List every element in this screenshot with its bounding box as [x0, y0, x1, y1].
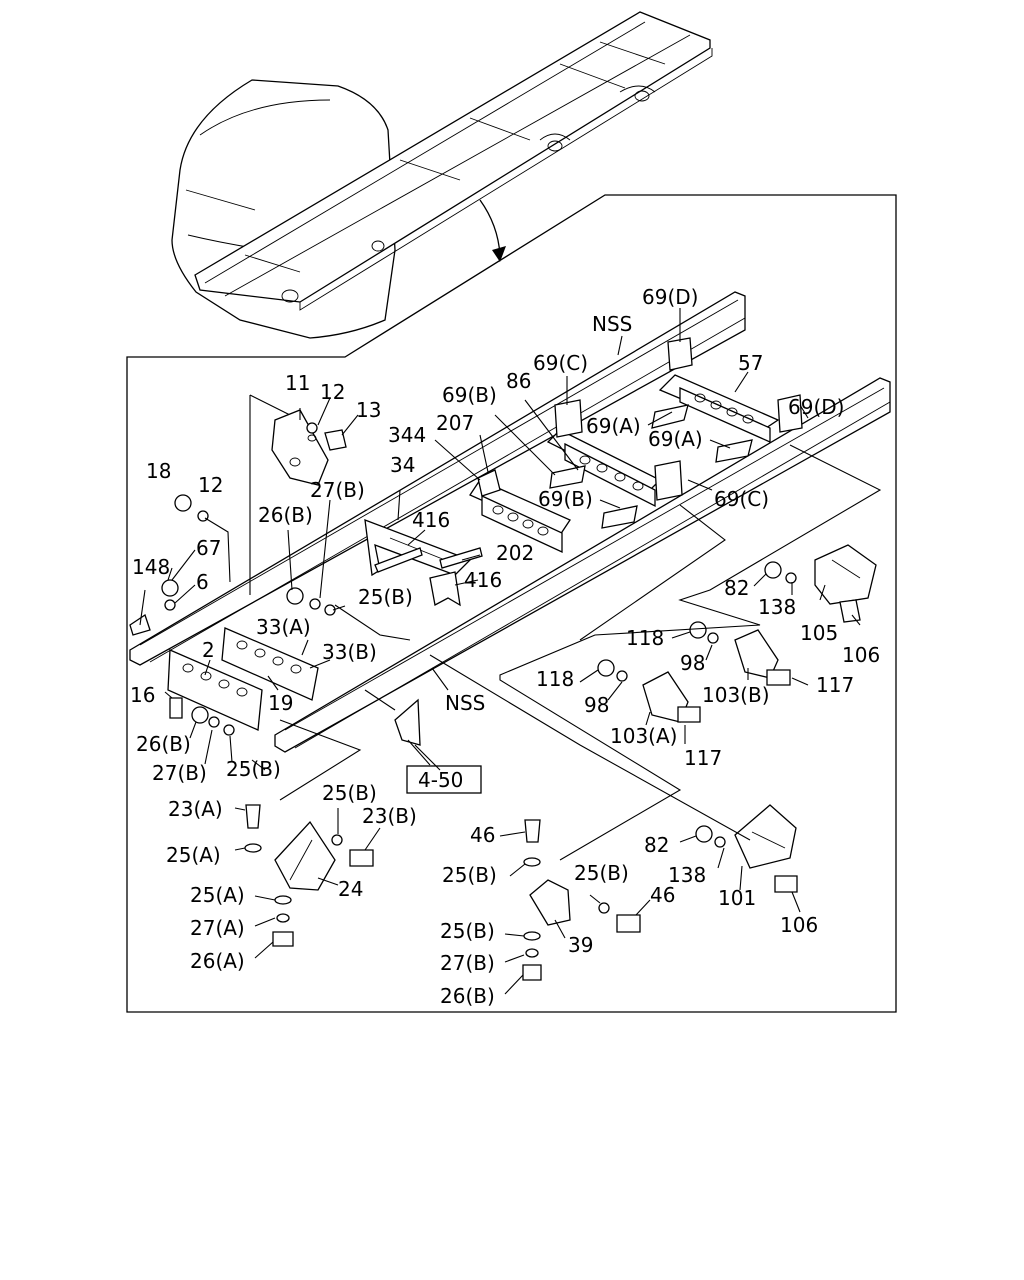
- assembly-lines: [204, 444, 882, 861]
- label-117-a: 117: [816, 673, 854, 697]
- label-69b-mid: 69(B): [538, 487, 593, 511]
- label-12-left: 12: [198, 473, 223, 497]
- leader-lines: [139, 308, 861, 995]
- label-39: 39: [568, 933, 593, 957]
- label-82-low: 82: [644, 833, 669, 857]
- label-344: 344: [388, 423, 426, 447]
- label-69c-mid: 69(C): [714, 487, 769, 511]
- label-25b-c: 25(B): [442, 863, 497, 887]
- label-106-low: 106: [780, 913, 818, 937]
- label-69a-2: 69(A): [648, 427, 703, 451]
- label-11: 11: [285, 371, 310, 395]
- label-98-a: 98: [680, 651, 705, 675]
- label-86: 86: [506, 369, 531, 393]
- truck-overview: [171, 11, 713, 339]
- label-57: 57: [738, 351, 763, 375]
- label-416-b: 416: [464, 568, 502, 592]
- part-labels: 69(D) NSS 69(C) 57 69(D) 69(B) 86 69(A) …: [130, 285, 880, 1008]
- label-nss-top: NSS: [592, 312, 632, 336]
- label-118-b: 118: [536, 667, 574, 691]
- label-69c-top: 69(C): [533, 351, 588, 375]
- reference-box: [406, 765, 482, 794]
- label-25b-mid: 25(B): [226, 757, 281, 781]
- fasteners: [161, 422, 861, 981]
- label-27b-low: 27(B): [440, 951, 495, 975]
- label-69a-1: 69(A): [586, 414, 641, 438]
- label-148: 148: [132, 555, 170, 579]
- bracket-24: [274, 820, 336, 891]
- label-27b-top: 27(B): [310, 478, 365, 502]
- bracket-103b: [734, 629, 779, 679]
- label-98-b: 98: [584, 693, 609, 717]
- label-25b-low: 25(B): [322, 781, 377, 805]
- gusset-plates: [129, 404, 753, 636]
- label-26b-top: 26(B): [258, 503, 313, 527]
- cross-member-86: [546, 399, 683, 508]
- label-25a-1: 25(A): [166, 843, 221, 867]
- frame-rails: [129, 291, 891, 753]
- label-34: 34: [390, 453, 415, 477]
- label-118-a: 118: [626, 626, 664, 650]
- bracket-39: [529, 879, 571, 926]
- label-46-a: 46: [470, 823, 495, 847]
- label-nss-mid: NSS: [445, 691, 485, 715]
- label-19: 19: [268, 691, 293, 715]
- label-23a: 23(A): [168, 797, 223, 821]
- label-26b-mid: 26(B): [136, 732, 191, 756]
- label-202: 202: [496, 541, 534, 565]
- label-69d-top: 69(D): [642, 285, 698, 309]
- label-103a: 103(A): [610, 724, 677, 748]
- label-105: 105: [800, 621, 838, 645]
- label-25a-2: 25(A): [190, 883, 245, 907]
- label-2: 2: [202, 638, 215, 662]
- label-69d-right: 69(D): [788, 395, 844, 419]
- label-117-b: 117: [684, 746, 722, 770]
- cross-member-19: [221, 627, 319, 701]
- label-46-b: 46: [650, 883, 675, 907]
- label-18: 18: [146, 459, 171, 483]
- label-27a: 27(A): [190, 916, 245, 940]
- label-67: 67: [196, 536, 221, 560]
- label-416-a: 416: [412, 508, 450, 532]
- label-13: 13: [356, 398, 381, 422]
- label-33a: 33(A): [256, 615, 311, 639]
- label-69b-top: 69(B): [442, 383, 497, 407]
- label-25b-top: 25(B): [358, 585, 413, 609]
- label-82-top: 82: [724, 576, 749, 600]
- bracket-101: [734, 804, 797, 869]
- label-103b: 103(B): [702, 683, 770, 707]
- label-25b-d: 25(B): [574, 861, 629, 885]
- label-138-low: 138: [668, 863, 706, 887]
- cross-member-57: [658, 337, 803, 444]
- bracket-105: [814, 544, 877, 605]
- label-106-top: 106: [842, 643, 880, 667]
- label-138-top: 138: [758, 595, 796, 619]
- detail-frame: [126, 194, 897, 1013]
- label-101: 101: [718, 886, 756, 910]
- bracket-4-50: [394, 698, 421, 746]
- label-25b-e: 25(B): [440, 919, 495, 943]
- label-33b: 33(B): [322, 640, 377, 664]
- label-24: 24: [338, 877, 363, 901]
- label-207: 207: [436, 411, 474, 435]
- label-4-50: 4-50: [418, 768, 463, 792]
- cross-member-344: [469, 479, 571, 554]
- cross-member-2: [167, 649, 263, 731]
- label-23b: 23(B): [362, 804, 417, 828]
- label-16: 16: [130, 683, 155, 707]
- label-6: 6: [196, 570, 209, 594]
- label-27b-mid: 27(B): [152, 761, 207, 785]
- label-26a: 26(A): [190, 949, 245, 973]
- label-26b-low: 26(B): [440, 984, 495, 1008]
- label-12-top: 12: [320, 380, 345, 404]
